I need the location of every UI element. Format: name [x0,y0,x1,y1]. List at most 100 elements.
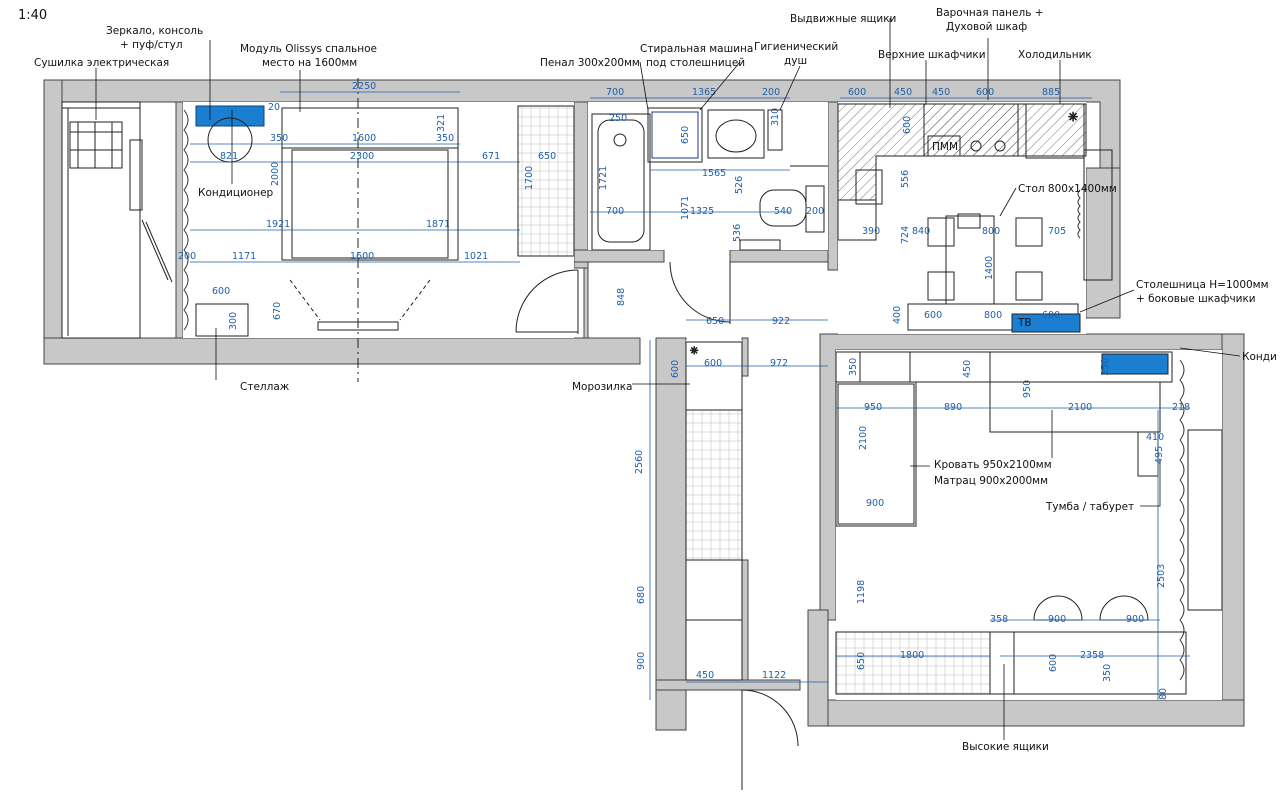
label-countertop-1: Столешница H=1000мм [1136,279,1269,291]
dim-900b: 900 [636,652,647,670]
dim-450d: 450 [696,670,714,681]
dim-450c: 450 [962,360,973,378]
dim-300: 300 [228,312,239,330]
bed [835,381,917,527]
washing-machine [647,107,703,163]
dim-310: 310 [770,108,781,126]
annotations: Сушилка электрическая Зеркало, консоль +… [34,7,1277,753]
dim-600d: 600 [902,116,913,134]
bedroom-area [183,78,579,382]
dim-410: 410 [1146,432,1164,443]
dishwasher [927,135,961,157]
dim-600c: 600 [976,87,994,98]
label-mirror-2: + пуф/стул [120,39,183,51]
dim-2250: 2250 [352,81,376,92]
dim-800b: 800 [984,310,1002,321]
dim-200b: 200 [762,87,780,98]
dim-350c: 350 [848,358,859,376]
dim-2358: 2358 [1080,650,1104,661]
dim-200c: 200 [806,206,824,217]
dim-450a: 450 [894,87,912,98]
kitchen-area: ✳ [837,102,1113,334]
dim-20: 20 [268,102,280,113]
dim-390: 390 [862,226,880,237]
dim-1721: 1721 [598,166,609,190]
label-hygienic-2: душ [784,55,807,67]
dim-890: 890 [944,402,962,413]
label-hob-1: Варочная панель + [936,7,1044,19]
dim-1171: 1171 [232,251,256,262]
dim-950a: 950 [864,402,882,413]
label-drawers: Выдвижные ящики [790,13,896,25]
label-table: Стол 800x1400мм [1018,183,1117,195]
dim-922: 922 [772,316,790,327]
label-fridge: Холодильник [1018,49,1092,61]
shelf-unit [195,303,249,337]
label-module-1: Модуль Olissys спальное [240,43,377,55]
dim-358: 358 [990,614,1008,625]
dim-1198: 1198 [856,580,867,604]
dim-495: 495 [1154,446,1165,464]
dim-350e: 350 [1100,358,1111,376]
dim-900c: 900 [1048,614,1066,625]
dim-671: 671 [482,151,500,162]
dim-350d: 350 [1102,664,1113,682]
dim-600h: 600 [704,358,722,369]
dim-700b: 700 [606,206,624,217]
dim-450b: 450 [932,87,950,98]
dim-2100b: 2100 [858,426,869,450]
dim-2560: 2560 [634,450,645,474]
label-washer-2: под столешницей [646,57,745,69]
label-shelf: Стеллаж [240,381,290,393]
tv-unit [1011,313,1081,333]
label-bed-1: Кровать 950x2100мм [934,459,1052,471]
bathtub [591,113,651,251]
dim-950b: 950 [1022,380,1033,398]
dryer-icon [69,121,123,169]
label-hob-2: Духовой шкаф [946,21,1027,33]
dim-1021: 1021 [464,251,488,262]
label-tv: ТВ [1017,317,1032,329]
label-aircon-left: Кондиционер [198,187,274,199]
bedroom2-area [835,350,1223,700]
dim-600b: 600 [848,87,866,98]
dim-2000: 2000 [270,162,281,186]
aircon-unit-right [1101,353,1169,375]
label-nightstand: Тумба / табурет [1045,501,1134,513]
dim-650c: 650 [706,316,724,327]
dim-556: 556 [900,170,911,188]
dim-1700: 1700 [524,166,535,190]
dim-1400: 1400 [984,256,995,280]
dim-1871: 1871 [426,219,450,230]
dim-600f: 600 [1042,310,1060,321]
sink [707,109,765,159]
hallway-area: ✳ [685,340,897,790]
dim-650a: 650 [538,151,556,162]
dim-670: 670 [272,302,283,320]
dim-650d: 650 [856,652,867,670]
dimension-lines [190,91,1190,700]
dim-840: 840 [912,226,930,237]
dim-600e: 600 [924,310,942,321]
dim-2300: 2300 [350,151,374,162]
dim-321: 321 [436,114,447,132]
dim-1600a: 1600 [352,133,376,144]
label-module-2: место на 1600мм [262,57,357,69]
dim-848: 848 [616,288,627,306]
fridge [1025,103,1085,159]
dim-650b: 650 [680,126,691,144]
dim-526: 526 [734,176,745,194]
dim-400: 400 [892,306,903,324]
chair-icon [927,213,1043,301]
balcony [61,101,173,339]
dim-350a: 350 [270,133,288,144]
label-bed-2: Матрац 900x2000мм [934,475,1048,487]
svg-text:✳: ✳ [1068,110,1078,124]
label-dryer: Сушилка электрическая [34,57,169,69]
dim-705: 705 [1048,226,1066,237]
dim-1600b: 1600 [350,251,374,262]
dim-1800: 1800 [900,650,924,661]
label-aircon-right: Конди [1242,351,1277,363]
dim-540: 540 [774,206,792,217]
dim-900a: 900 [866,498,884,509]
